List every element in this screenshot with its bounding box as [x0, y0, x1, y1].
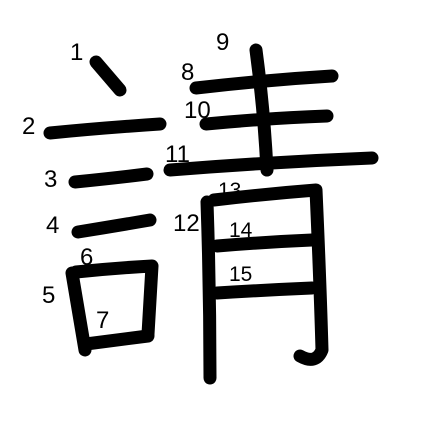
stroke-10 — [199, 109, 334, 131]
stroke-number-5: 5 — [42, 282, 55, 309]
stroke-11 — [163, 151, 379, 177]
stroke-6 — [69, 259, 159, 341]
stroke-3 — [68, 167, 154, 189]
stroke-7 — [79, 329, 155, 351]
stroke-14 — [210, 233, 319, 253]
stroke-number-8: 8 — [181, 59, 194, 86]
stroke-2 — [43, 117, 167, 140]
stroke-number-2: 2 — [22, 113, 35, 140]
stroke-12 — [200, 195, 217, 385]
stroke-number-13: 13 — [218, 179, 241, 202]
stroke-number-4: 4 — [46, 212, 59, 239]
stroke-number-11: 11 — [165, 141, 190, 168]
stroke-1 — [89, 55, 127, 97]
stroke-13 — [207, 183, 329, 366]
stroke-15 — [210, 281, 319, 300]
stroke-9 — [249, 43, 274, 177]
stroke-5 — [65, 266, 92, 357]
stroke-number-14: 14 — [229, 219, 253, 242]
stroke-4 — [71, 213, 157, 239]
stroke-number-9: 9 — [216, 29, 229, 56]
stroke-number-15: 15 — [229, 263, 252, 286]
stroke-number-7: 7 — [96, 307, 109, 334]
stroke-number-10: 10 — [184, 97, 211, 124]
stroke-number-12: 12 — [173, 210, 200, 237]
stroke-number-1: 1 — [70, 39, 83, 66]
stroke-number-6: 6 — [80, 244, 93, 271]
stroke-number-3: 3 — [44, 166, 57, 193]
